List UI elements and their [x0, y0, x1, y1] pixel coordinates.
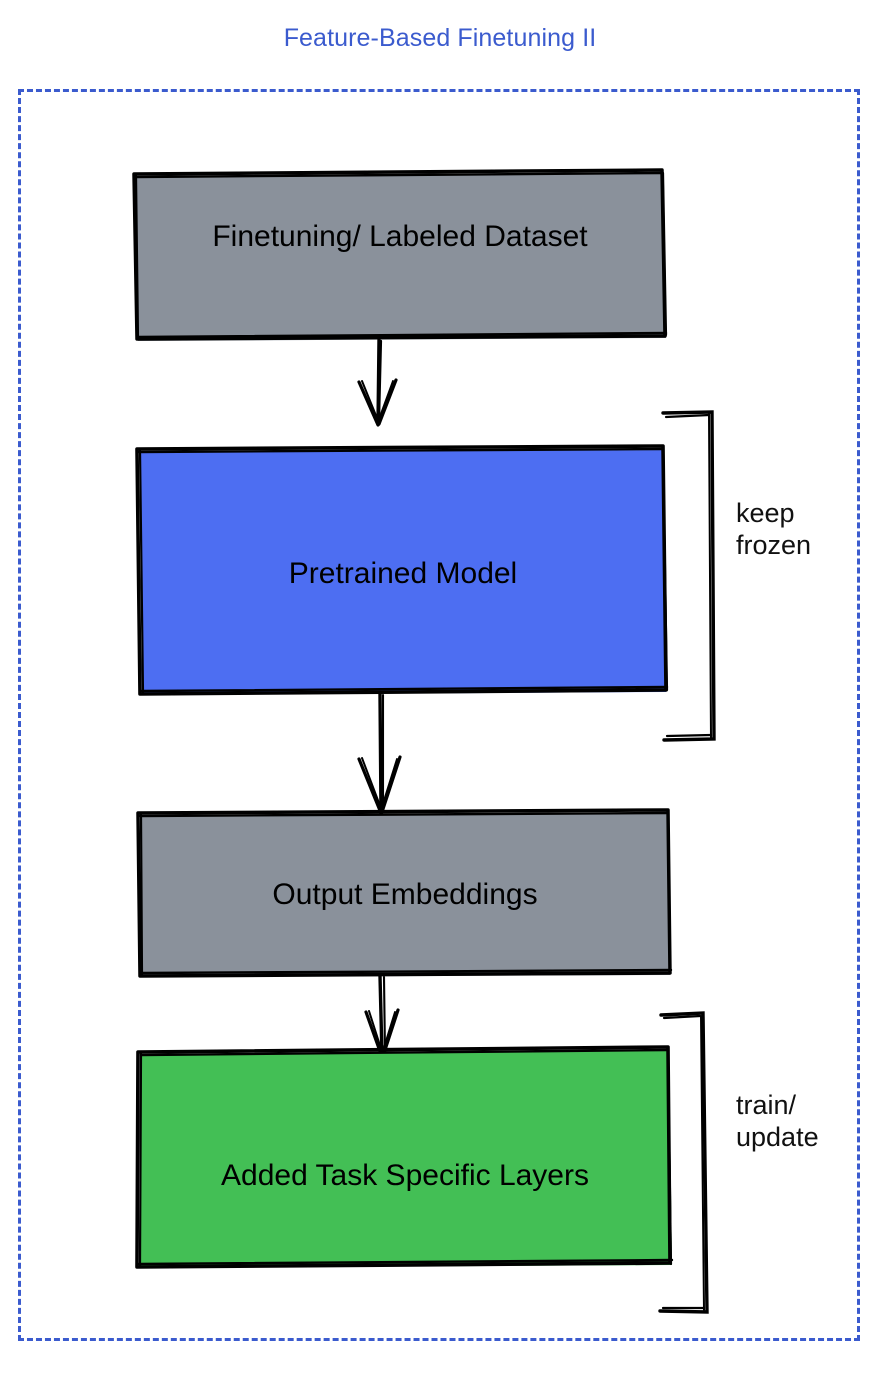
annotation-train-update: train/ update — [736, 1090, 819, 1154]
node-label-pretrained-model: Pretrained Model — [288, 557, 518, 590]
annotation-keep-frozen: keep frozen — [736, 498, 811, 562]
node-label-finetuning-dataset: Finetuning/ Labeled Dataset — [212, 220, 588, 253]
node-label-output-embeddings: Output Embeddings — [272, 878, 538, 911]
diagram-outer-frame — [18, 89, 860, 1341]
annotation-train-update-line1: train/ — [736, 1090, 797, 1120]
node-label-added-task-specific-layers: Added Task Specific Layers — [221, 1159, 589, 1192]
annotation-keep-frozen-line2: frozen — [736, 529, 812, 560]
annotation-keep-frozen-line1: keep — [736, 498, 795, 528]
annotation-train-update-line2: update — [736, 1121, 819, 1152]
page-title: Feature-Based Finetuning II — [283, 24, 597, 52]
